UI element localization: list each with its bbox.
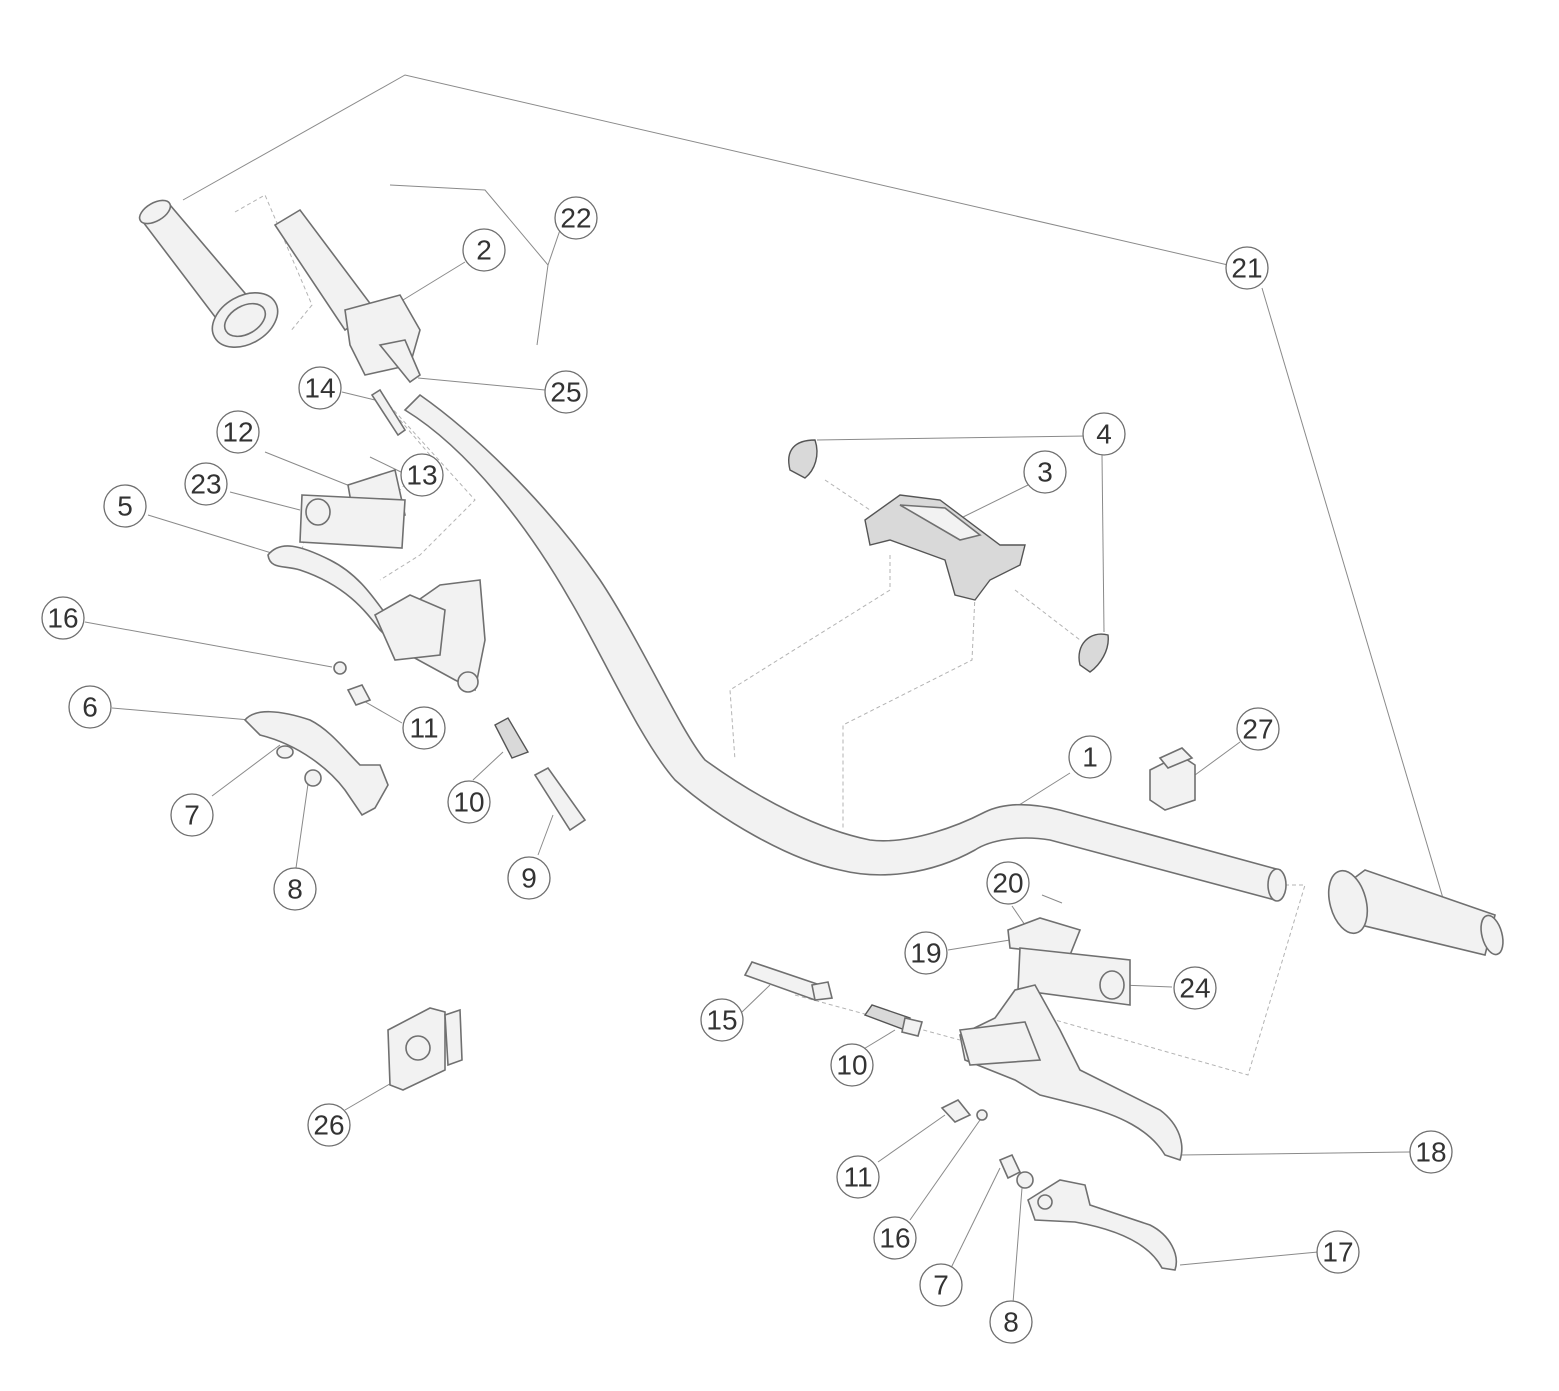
svg-text:18: 18 xyxy=(1415,1137,1446,1168)
svg-text:14: 14 xyxy=(304,373,335,404)
svg-text:23: 23 xyxy=(190,469,221,500)
svg-text:13: 13 xyxy=(406,460,437,491)
svg-text:11: 11 xyxy=(409,713,438,744)
callout-4: 4 xyxy=(1082,412,1126,456)
handlebar-clamp xyxy=(864,494,1026,601)
svg-text:7: 7 xyxy=(184,800,200,831)
callout-10-left: 10 xyxy=(447,780,491,824)
callout-8-left: 8 xyxy=(273,867,317,911)
svg-text:3: 3 xyxy=(1037,457,1053,488)
svg-text:21: 21 xyxy=(1231,253,1262,284)
callout-13: 13 xyxy=(400,453,444,497)
svg-text:17: 17 xyxy=(1322,1237,1353,1268)
callout-7-left: 7 xyxy=(170,793,214,837)
svg-text:11: 11 xyxy=(843,1162,872,1193)
callout-9: 9 xyxy=(507,856,551,900)
svg-text:10: 10 xyxy=(836,1050,867,1081)
svg-text:22: 22 xyxy=(560,203,591,234)
callout-26: 26 xyxy=(307,1103,351,1147)
callout-19: 19 xyxy=(904,931,948,975)
callout-22: 22 xyxy=(554,196,598,240)
callout-8-right: 8 xyxy=(989,1300,1033,1344)
left-lever-assembly xyxy=(267,468,486,693)
callout-16-right: 16 xyxy=(873,1216,917,1260)
svg-text:27: 27 xyxy=(1242,714,1273,745)
callout-24: 24 xyxy=(1173,966,1217,1010)
callout-5: 5 xyxy=(103,484,147,528)
leader-lines xyxy=(84,74,1446,1304)
svg-text:26: 26 xyxy=(313,1110,344,1141)
svg-text:16: 16 xyxy=(879,1223,910,1254)
callout-1: 1 xyxy=(1068,735,1112,779)
svg-text:19: 19 xyxy=(910,938,941,969)
svg-text:24: 24 xyxy=(1179,973,1210,1004)
svg-text:12: 12 xyxy=(222,417,253,448)
svg-text:10: 10 xyxy=(453,787,484,818)
callout-12: 12 xyxy=(216,410,260,454)
callout-11-right: 11 xyxy=(836,1155,880,1199)
throttle-grip xyxy=(273,208,421,384)
svg-text:8: 8 xyxy=(287,874,303,905)
right-lever-assembly xyxy=(958,917,1183,1162)
svg-text:4: 4 xyxy=(1096,419,1112,450)
svg-text:1: 1 xyxy=(1082,742,1098,773)
callout-25: 25 xyxy=(544,370,588,414)
svg-text:8: 8 xyxy=(1003,1307,1019,1338)
callout-17: 17 xyxy=(1316,1230,1360,1274)
callout-6: 6 xyxy=(68,685,112,729)
callout-23: 23 xyxy=(184,462,228,506)
left-grip xyxy=(138,199,279,348)
callout-2: 2 xyxy=(462,228,506,272)
cable-ties xyxy=(788,439,1109,673)
svg-text:5: 5 xyxy=(117,491,133,522)
callout-15: 15 xyxy=(700,998,744,1042)
callout-21: 21 xyxy=(1225,246,1269,290)
svg-text:20: 20 xyxy=(992,868,1023,899)
right-lever-parts xyxy=(743,961,1177,1271)
right-grip xyxy=(1327,869,1504,956)
callout-14: 14 xyxy=(298,366,342,410)
callout-7-right: 7 xyxy=(919,1263,963,1307)
left-lever-parts xyxy=(243,388,587,832)
callout-20: 20 xyxy=(986,861,1030,905)
callout-10-right: 10 xyxy=(830,1043,874,1087)
svg-text:25: 25 xyxy=(550,377,581,408)
callout-11-left: 11 xyxy=(402,706,446,750)
svg-text:6: 6 xyxy=(82,692,98,723)
svg-text:7: 7 xyxy=(933,1270,949,1301)
svg-text:2: 2 xyxy=(476,235,492,266)
callout-16-left: 16 xyxy=(41,596,85,640)
svg-text:9: 9 xyxy=(521,863,537,894)
svg-text:16: 16 xyxy=(47,603,78,634)
callout-18: 18 xyxy=(1409,1130,1453,1174)
callout-3: 3 xyxy=(1023,450,1067,494)
callout-27: 27 xyxy=(1236,707,1280,751)
handlebar xyxy=(403,393,1287,902)
svg-text:15: 15 xyxy=(706,1005,737,1036)
switch-blocks xyxy=(387,747,1196,1091)
